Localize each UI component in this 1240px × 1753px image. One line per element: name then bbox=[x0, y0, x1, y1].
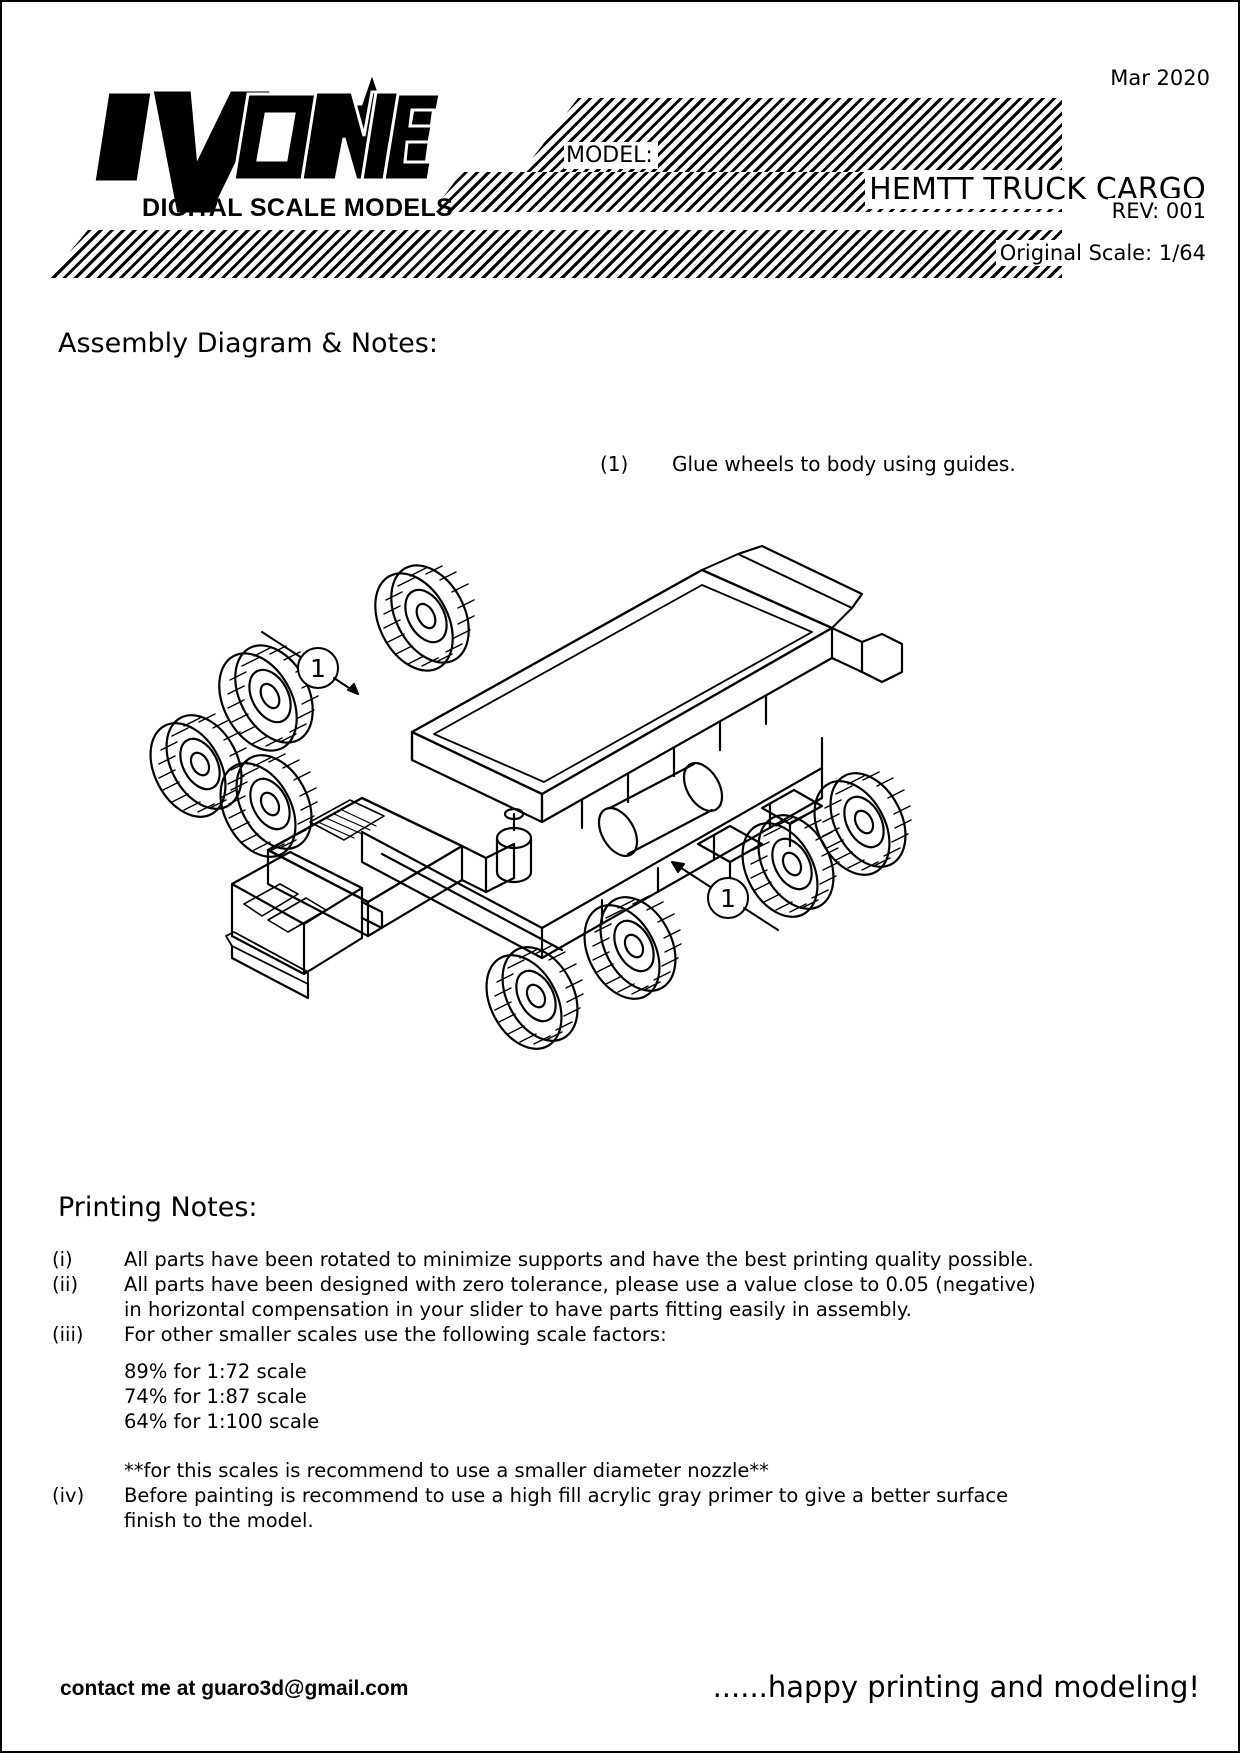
nozzle-note: **for this scales is recommend to use a … bbox=[124, 1459, 769, 1482]
assembly-step-1: (1) Glue wheels to body using guides. bbox=[600, 452, 1016, 476]
wheel bbox=[149, 713, 248, 818]
note-marker: (i) bbox=[52, 1248, 73, 1271]
note-item-iv: (iv) Before painting is recommend to use… bbox=[52, 1483, 1052, 1533]
note-marker: (iii) bbox=[52, 1323, 84, 1346]
cargo-bed bbox=[410, 544, 904, 830]
logo-tagline: DIGITAL SCALE MODELS bbox=[142, 194, 454, 222]
list-spacer bbox=[52, 1434, 1052, 1446]
wheel-group-rear-right-outer bbox=[813, 771, 912, 876]
callout-label-2: 1 bbox=[720, 884, 736, 913]
header-date: Mar 2020 bbox=[1110, 66, 1210, 90]
scale-factor-72: 89% for 1:72 scale bbox=[124, 1360, 307, 1383]
wheel-group-rear-right-inner bbox=[741, 813, 840, 918]
printing-notes-list: (i) All parts have been rotated to minim… bbox=[52, 1247, 1052, 1533]
step-number: (1) bbox=[600, 452, 629, 476]
list-spacer bbox=[52, 1347, 1052, 1359]
printing-notes-heading: Printing Notes: bbox=[58, 1192, 258, 1223]
note-marker: (ii) bbox=[52, 1273, 79, 1296]
hatch-band-bottom bbox=[48, 230, 1062, 278]
document-header: Mar 2020 MODEL: HEMTT TRUCK CARGO REV: 0… bbox=[2, 2, 1238, 302]
truck-exploded-view: 1 1 bbox=[149, 544, 912, 1050]
revision-label: REV: 001 bbox=[1107, 198, 1210, 224]
note-item-iii: (iii) For other smaller scales use the f… bbox=[52, 1322, 1052, 1347]
brand-logo: DIGITAL SCALE MODELS bbox=[80, 64, 453, 224]
wheel-group-rear-mid bbox=[485, 945, 584, 1050]
footer-signoff: ......happy printing and modeling! bbox=[712, 1670, 1200, 1704]
original-scale-label: Original Scale: 1/64 bbox=[995, 240, 1210, 266]
wheel bbox=[219, 753, 318, 858]
footer-contact: contact me at guaro3d@gmail.com bbox=[60, 1677, 409, 1700]
note-text: For other smaller scales use the followi… bbox=[124, 1323, 667, 1346]
assembly-diagram: 1 1 bbox=[62, 532, 1102, 1092]
wheel-group-rear-left bbox=[583, 895, 682, 1000]
note-marker: (iv) bbox=[52, 1484, 85, 1507]
wheel bbox=[374, 564, 475, 672]
fuel-tank bbox=[597, 762, 724, 857]
scale-factor-87: 74% for 1:87 scale bbox=[124, 1385, 307, 1408]
note-item-ii: (ii) All parts have been designed with z… bbox=[52, 1272, 1052, 1322]
wheel bbox=[813, 771, 912, 876]
assembly-heading: Assembly Diagram & Notes: bbox=[58, 328, 438, 359]
callout-label-1: 1 bbox=[310, 654, 326, 683]
note-text: All parts have been rotated to minimize … bbox=[124, 1248, 1034, 1271]
wheel-group-mid-left bbox=[149, 713, 248, 818]
air-cleaner bbox=[495, 807, 533, 884]
wheel bbox=[583, 895, 682, 1000]
note-text: Before painting is recommend to use a hi… bbox=[124, 1484, 1009, 1532]
wheel-group-front-right bbox=[374, 564, 475, 672]
wheel bbox=[741, 813, 840, 918]
list-spacer bbox=[52, 1446, 1052, 1458]
truck-cab bbox=[225, 796, 516, 1000]
model-label: MODEL: bbox=[564, 142, 658, 169]
logo-artwork bbox=[92, 67, 440, 216]
note-text: All parts have been designed with zero t… bbox=[124, 1273, 1036, 1321]
wheel-group-mid-right bbox=[219, 753, 318, 858]
scale-factor-100: 64% for 1:100 scale bbox=[124, 1410, 320, 1433]
callout-balloon-1 bbox=[261, 631, 359, 695]
chassis-frame bbox=[360, 736, 824, 960]
step-text: Glue wheels to body using guides. bbox=[672, 452, 1016, 476]
wheel bbox=[485, 945, 584, 1050]
note-item-i: (i) All parts have been rotated to minim… bbox=[52, 1247, 1052, 1272]
callout-balloon-2 bbox=[671, 861, 779, 931]
